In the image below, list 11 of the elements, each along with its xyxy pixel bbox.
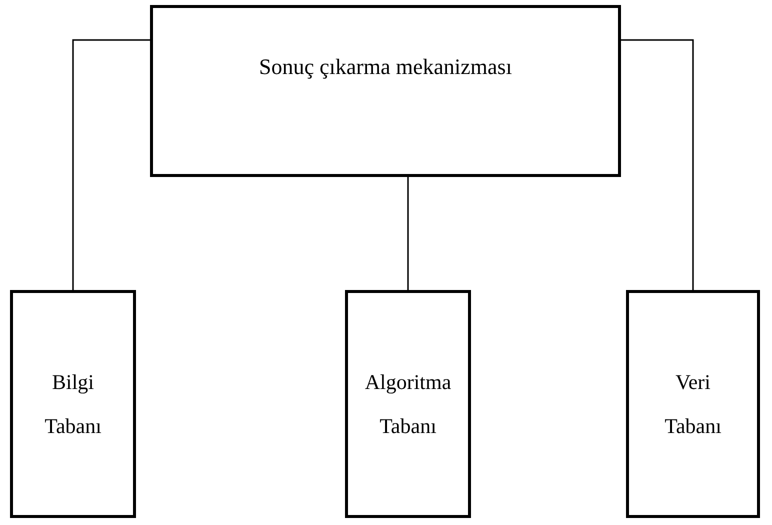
- database-box: [345, 290, 471, 518]
- database-box: [10, 290, 136, 518]
- connector-line: [407, 177, 409, 290]
- database-box: [626, 290, 760, 518]
- box-text: Algoritma Tabanı: [364, 368, 452, 440]
- box-text: Bilgi Tabanı: [44, 368, 102, 440]
- connector-line: [621, 39, 694, 290]
- box-text: Veri Tabanı: [664, 368, 722, 440]
- box-text: Sonuç çıkarma mekanizması: [259, 52, 512, 81]
- mechanism-box: [150, 5, 621, 177]
- connector-line: [72, 39, 150, 290]
